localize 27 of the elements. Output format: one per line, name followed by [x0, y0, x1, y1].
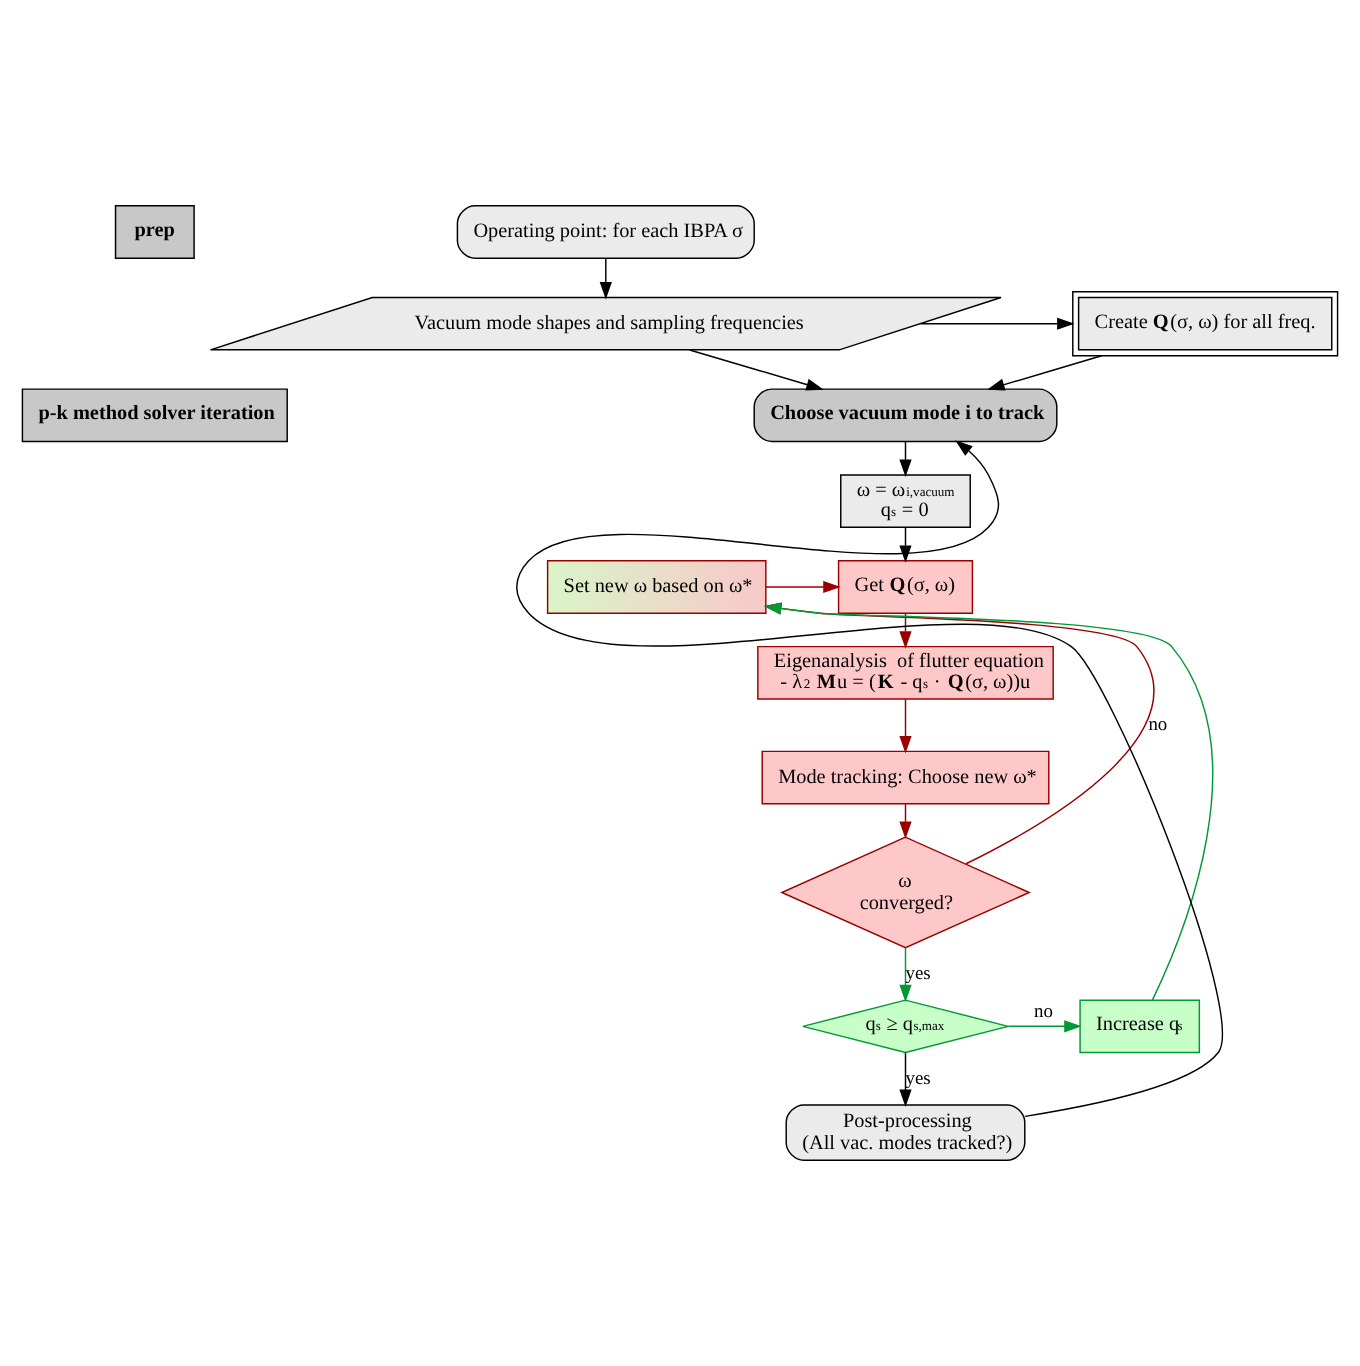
edge-label: no: [1148, 716, 1168, 737]
node-box: prep: [114, 205, 195, 259]
node-box: Set new ω based on ω*: [546, 560, 767, 614]
node-box: Choose vacuum mode i to track: [753, 388, 1058, 443]
arrow: [899, 612, 912, 649]
edge-label: yes: [905, 964, 931, 985]
edge-label: no: [1034, 1002, 1053, 1023]
arrow: [899, 698, 912, 754]
arrow: [899, 440, 912, 478]
arrow: [688, 349, 824, 391]
arrow: [599, 257, 612, 300]
node-box: Operating point: for each IBPA σ: [456, 205, 755, 259]
arrow: [1007, 1020, 1082, 1033]
edge-label: yes: [905, 1069, 931, 1090]
node-box: Post-processing (All vac. modes tracked?): [785, 1104, 1026, 1161]
node-box: Create Q(σ, ω) for all freq.: [1072, 290, 1339, 357]
arrow: [899, 526, 912, 563]
arrow: [987, 355, 1103, 391]
node-box: Mode tracking: Choose new ω*: [761, 750, 1050, 805]
node-box: Get Q(σ, ω): [837, 560, 974, 614]
arrow: [765, 580, 841, 594]
arrow: [920, 317, 1075, 330]
arrow: [899, 1052, 912, 1108]
node-box: p-k method solver iteration: [21, 388, 288, 443]
node-diamond: ω converged?: [780, 836, 1031, 949]
arrow: [899, 947, 912, 1003]
arrow: [516, 440, 1224, 1118]
